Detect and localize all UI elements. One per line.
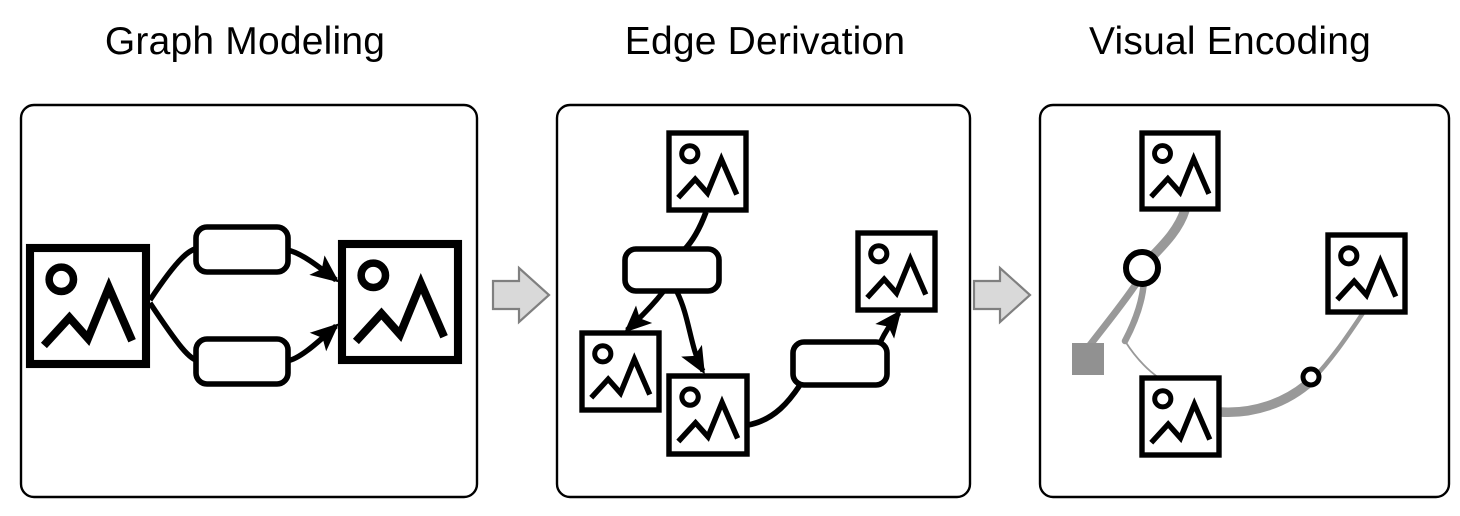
image-node[interactable] bbox=[582, 333, 659, 410]
edge-curve-arrow bbox=[674, 290, 706, 375]
relation-node[interactable] bbox=[622, 246, 722, 294]
edge-curve-arrow bbox=[624, 290, 666, 333]
edge-curve bbox=[747, 383, 803, 428]
circle-marker-small[interactable] bbox=[1300, 366, 1322, 388]
image-node[interactable] bbox=[858, 233, 935, 310]
right-chevron-icon bbox=[972, 265, 1032, 325]
panel-edge-derivation bbox=[555, 103, 972, 499]
image-node[interactable] bbox=[1328, 235, 1405, 312]
circle-marker-large[interactable] bbox=[1123, 249, 1161, 287]
image-node[interactable] bbox=[1142, 378, 1219, 455]
relation-node[interactable] bbox=[193, 224, 291, 275]
image-node[interactable] bbox=[1142, 133, 1218, 209]
edge-curve-arrow bbox=[875, 310, 902, 345]
image-node[interactable] bbox=[669, 133, 746, 210]
right-chevron-icon bbox=[491, 265, 551, 325]
image-node[interactable] bbox=[342, 244, 458, 360]
image-node[interactable] bbox=[30, 248, 146, 364]
square-marker[interactable] bbox=[1072, 343, 1104, 375]
panel-title-graph-modeling: Graph Modeling bbox=[104, 20, 386, 63]
panel-visual-encoding bbox=[1038, 103, 1451, 499]
encoded-edge-thick bbox=[1215, 375, 1317, 417]
relation-node[interactable] bbox=[193, 336, 291, 387]
panel-graph-modeling bbox=[19, 103, 479, 499]
panel-title-edge-derivation: Edge Derivation bbox=[624, 20, 906, 63]
panel-title-visual-encoding: Visual Encoding bbox=[1089, 20, 1371, 63]
image-node[interactable] bbox=[669, 376, 747, 454]
panel-frame-graph-modeling bbox=[19, 103, 479, 499]
relation-node[interactable] bbox=[790, 339, 890, 388]
